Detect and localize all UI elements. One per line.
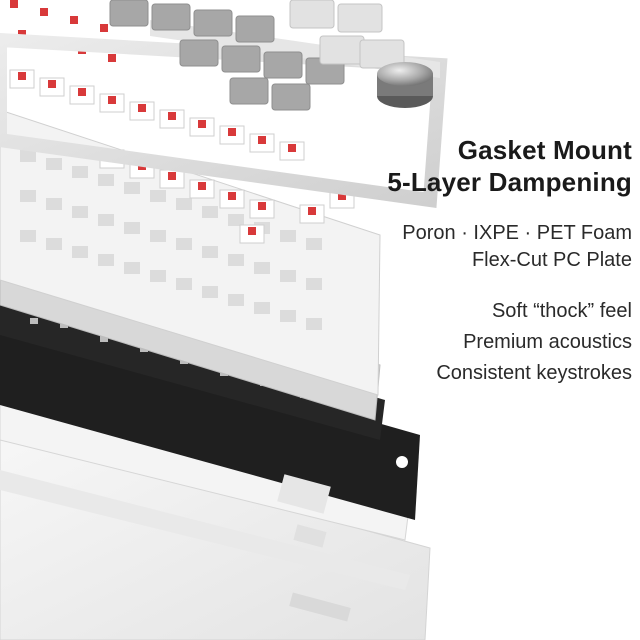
features-list: Soft “thock” feel Premium acoustics Cons… bbox=[436, 296, 632, 389]
switch-layer bbox=[9, 0, 355, 244]
switch-plate-layer bbox=[0, 109, 381, 396]
materials-list: Poron · IXPE · PET Foam Flex-Cut PC Plat… bbox=[402, 220, 632, 274]
headline: Gasket Mount 5-Layer Dampening bbox=[387, 134, 632, 198]
bottom-case-layer bbox=[0, 429, 431, 640]
feature-item: Soft “thock” feel bbox=[491, 300, 632, 322]
poron-foam-layer bbox=[0, 315, 420, 520]
keycap-layer bbox=[109, 0, 405, 111]
headline-line-2: 5-Layer Dampening bbox=[387, 167, 632, 197]
feature-item: Consistent keystrokes bbox=[436, 362, 632, 384]
volume-knob-icon bbox=[377, 62, 433, 108]
feature-item: Premium acoustics bbox=[463, 331, 632, 353]
headline-line-1: Gasket Mount bbox=[457, 135, 632, 165]
materials-line-1: Poron · IXPE · PET Foam bbox=[402, 222, 632, 244]
materials-line-2: Flex-Cut PC Plate bbox=[471, 249, 632, 271]
